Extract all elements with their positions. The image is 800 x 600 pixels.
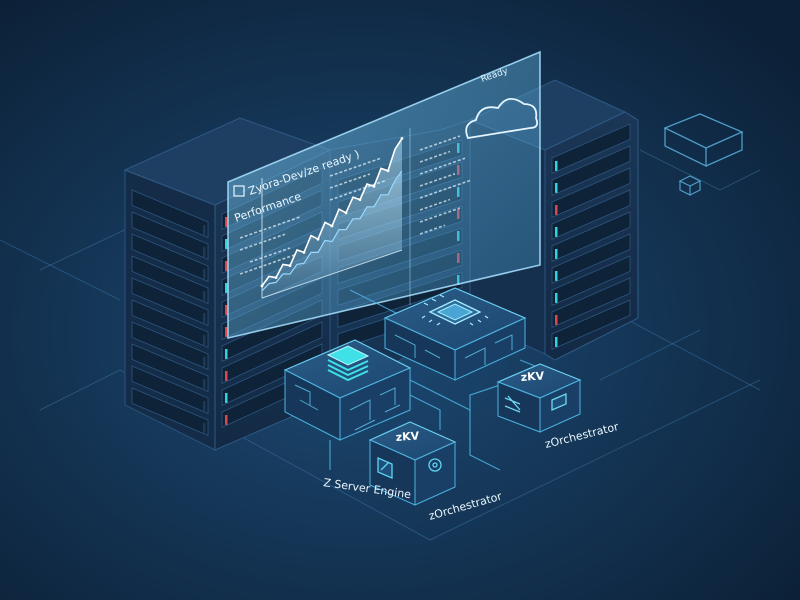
transfer-icon bbox=[504, 395, 521, 413]
floating-cube-large bbox=[663, 113, 744, 168]
status-led bbox=[203, 379, 206, 389]
status-led bbox=[225, 283, 228, 293]
code-text-line bbox=[419, 135, 461, 151]
rack-slot bbox=[551, 277, 631, 329]
rack-slot bbox=[131, 233, 209, 283]
code-text-line bbox=[419, 172, 456, 187]
chart-point bbox=[302, 251, 306, 254]
code-text-line bbox=[419, 198, 451, 211]
status-led bbox=[225, 349, 228, 359]
rack-slot bbox=[551, 189, 631, 241]
rack-slot bbox=[551, 123, 631, 175]
cpu-chip-icon bbox=[421, 294, 489, 326]
status-led bbox=[225, 239, 228, 249]
rack-slot bbox=[551, 145, 631, 197]
rack-slot bbox=[551, 255, 631, 307]
chart-point bbox=[358, 198, 362, 202]
network-icon bbox=[377, 457, 393, 479]
performance-chart bbox=[260, 137, 404, 299]
chart-area-series-2 bbox=[262, 170, 402, 298]
status-led bbox=[203, 401, 206, 411]
code-text-line bbox=[249, 247, 291, 263]
status-led bbox=[555, 271, 558, 281]
code-text-line bbox=[419, 179, 471, 199]
code-text-line bbox=[239, 233, 286, 251]
status-led bbox=[225, 393, 228, 403]
rack-slot bbox=[131, 255, 209, 305]
status-led bbox=[225, 327, 228, 337]
status-led bbox=[555, 293, 558, 303]
rack-slot bbox=[551, 233, 631, 285]
kv-right-title: zKV bbox=[520, 369, 545, 384]
chart-point bbox=[288, 264, 292, 267]
rack-slot bbox=[131, 387, 209, 437]
kv-module-right: zKV bbox=[496, 363, 582, 433]
rack-slot bbox=[131, 211, 209, 261]
status-led bbox=[555, 337, 558, 347]
rack-slot bbox=[131, 277, 209, 327]
status-led bbox=[225, 217, 228, 227]
code-text-line bbox=[329, 157, 381, 177]
chart-point bbox=[330, 224, 334, 228]
rack-slot bbox=[131, 299, 209, 349]
status-led bbox=[203, 225, 206, 235]
status-led bbox=[555, 161, 558, 171]
rack-slot bbox=[131, 365, 209, 415]
status-led bbox=[555, 315, 558, 325]
status-led bbox=[203, 247, 206, 257]
engine-module bbox=[283, 339, 412, 441]
status-led bbox=[555, 249, 558, 259]
chart-point bbox=[316, 237, 320, 241]
code-text-line bbox=[419, 150, 451, 163]
gear-icon bbox=[428, 458, 442, 472]
status-led bbox=[555, 205, 558, 215]
rack-slot bbox=[131, 343, 209, 393]
code-text-line bbox=[419, 224, 446, 235]
panel-window-icon bbox=[233, 185, 245, 197]
status-led bbox=[225, 261, 228, 271]
code-text-line bbox=[419, 157, 466, 175]
status-led bbox=[203, 357, 206, 367]
status-led bbox=[225, 305, 228, 315]
status-led bbox=[203, 335, 206, 345]
status-led bbox=[203, 291, 206, 301]
processor-module bbox=[383, 287, 527, 381]
rack-slot bbox=[131, 189, 209, 239]
kv-small-title: zKV bbox=[395, 429, 420, 444]
chart-point bbox=[344, 211, 348, 215]
chart-point bbox=[400, 137, 404, 140]
code-text-line bbox=[419, 207, 461, 223]
floating-cube-small bbox=[678, 175, 702, 196]
status-led bbox=[203, 423, 206, 433]
chart-line-series-2 bbox=[261, 170, 403, 292]
chart-point bbox=[260, 284, 264, 288]
status-led bbox=[555, 227, 558, 237]
rack-slot bbox=[221, 321, 323, 385]
chart-point bbox=[274, 276, 278, 279]
cloud-icon bbox=[465, 98, 539, 140]
code-text-line bbox=[239, 216, 301, 239]
storage-icon bbox=[551, 393, 567, 411]
chart-point bbox=[372, 185, 376, 188]
chart-point bbox=[386, 169, 390, 173]
status-led bbox=[225, 415, 228, 425]
status-led bbox=[203, 269, 206, 279]
rack-slot bbox=[551, 167, 631, 219]
kv-module-small: zKV bbox=[368, 421, 457, 506]
status-led bbox=[555, 183, 558, 193]
code-text-line bbox=[329, 173, 371, 189]
status-led bbox=[203, 313, 206, 323]
stacked-layers-icon bbox=[326, 345, 370, 382]
status-led bbox=[225, 371, 228, 381]
rack-slot bbox=[131, 321, 209, 371]
rack-slot bbox=[551, 299, 631, 351]
rack-slot bbox=[551, 211, 631, 263]
